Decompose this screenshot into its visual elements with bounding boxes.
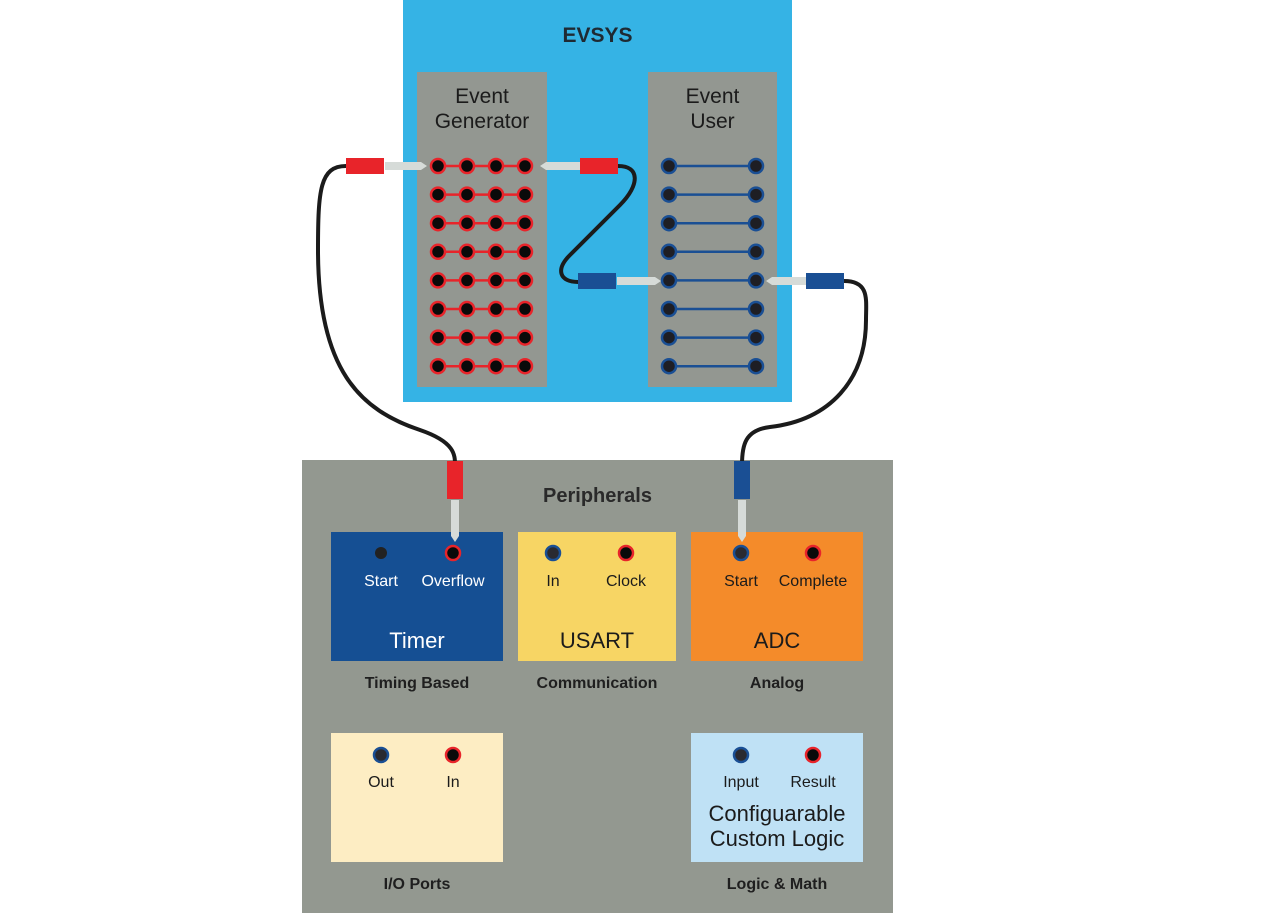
ccl-name-line1: Configuarable [708, 801, 846, 826]
peripherals-title: Peripherals [543, 485, 652, 507]
adc-complete-label: Complete [778, 573, 848, 590]
io-ports-caption: I/O Ports [383, 876, 451, 893]
usart-clock-label: Clock [605, 573, 646, 590]
event-user-title-line1: Event [685, 85, 740, 108]
event-generator-title-line2: Generator [434, 110, 530, 133]
event-generator-title: Event Generator [417, 84, 547, 134]
timer-card: Start Overflow Timer [331, 532, 503, 661]
timer-start-label: Start [364, 573, 398, 590]
usart-caption: Communication [536, 675, 658, 692]
event-user-panel: Event User [648, 72, 777, 387]
event-user-title-line2: User [690, 110, 735, 133]
ccl-name-line2: Custom Logic [709, 826, 845, 851]
evsys-block: EVSYS Event Generator Event User [403, 0, 792, 402]
ccl-card: Input Result Configuarable Custom Logic [691, 733, 863, 862]
ccl-name: Configuarable Custom Logic [691, 801, 863, 851]
usart-in-label: In [546, 573, 560, 590]
adc-name: ADC [753, 628, 801, 653]
event-user-title: Event User [648, 84, 777, 134]
usart-name: USART [559, 628, 635, 653]
usart-card: In Clock USART [518, 532, 676, 661]
evsys-title: EVSYS [562, 24, 633, 47]
event-generator-title-line1: Event [455, 85, 509, 108]
timer-caption: Timing Based [364, 675, 470, 692]
io-ports-card: Out In [331, 733, 503, 862]
io-in-label: In [446, 774, 460, 791]
ccl-caption: Logic & Math [726, 876, 828, 893]
ccl-input-label: Input [723, 774, 759, 791]
adc-start-label: Start [724, 573, 758, 590]
event-generator-panel: Event Generator [417, 72, 547, 387]
timer-name: Timer [389, 628, 445, 653]
timer-overflow-label: Overflow [421, 573, 485, 590]
peripherals-block: Peripherals Start Overflow Timer Timing … [302, 460, 893, 913]
adc-card: Start Complete ADC [691, 532, 863, 661]
ccl-result-label: Result [790, 774, 836, 791]
io-out-label: Out [368, 774, 394, 791]
adc-caption: Analog [749, 675, 805, 692]
